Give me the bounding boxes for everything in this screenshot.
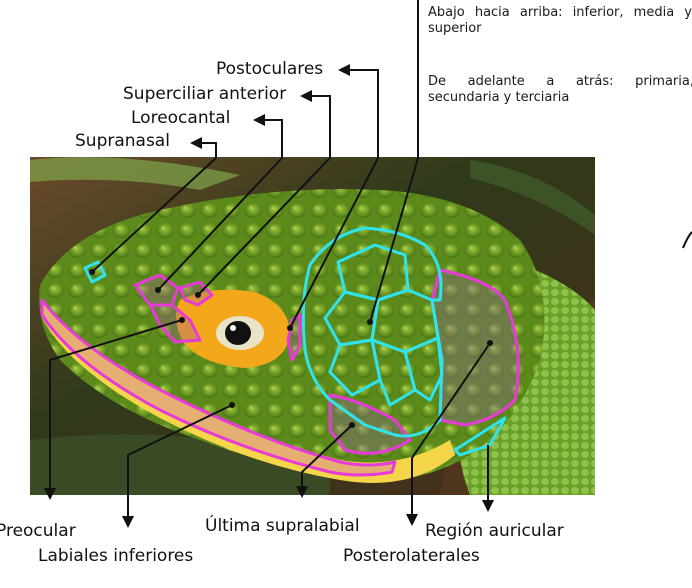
note-row-order: Abajo hacia arriba: inferior, media y su… [428,5,692,37]
label-supranasal: Supranasal [75,131,170,151]
arrow-auricular [482,500,494,512]
arrow-labiales [122,516,134,528]
label-ultima-supralabial: Última supralabial [205,516,360,536]
label-posterolaterales: Posterolaterales [343,546,480,566]
arrow-posterolaterales [406,514,418,526]
edge-curve [683,232,692,248]
arrow-superciliar [300,90,312,102]
label-postoculares: Postoculares [216,59,323,79]
note-front-back: De adelante a atrás: primaria, secundari… [428,74,692,106]
arrow-postoculares [338,64,350,76]
label-loreocantal: Loreocantal [131,108,230,128]
label-preocular: Preocular [0,521,76,541]
arrow-loreocantal [253,114,265,126]
label-region-auricular: Región auricular [425,521,564,541]
label-labiales-inferiores: Labiales inferiores [38,546,193,566]
label-superciliar-anterior: Superciliar anterior [123,84,286,104]
arrow-supranasal [190,137,202,149]
